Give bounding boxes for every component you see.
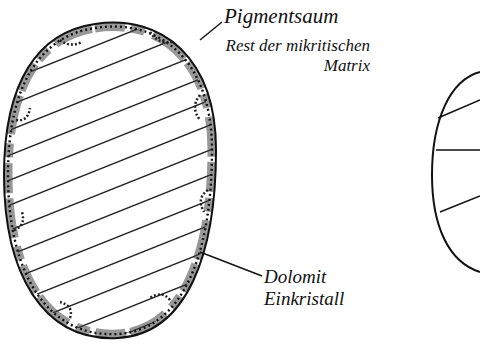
hatching (0, 0, 260, 349)
second-grain-outline (432, 72, 480, 272)
second-grain-lines (436, 100, 480, 212)
matrix-label: Rest der mikritischen Matrix (200, 36, 370, 76)
pigment-dots (8, 27, 212, 335)
leader-line (200, 22, 222, 40)
rim-label: Pigmentsaum (224, 4, 424, 28)
matrix-remnant (14, 32, 208, 318)
grain-outline (4, 23, 216, 339)
pigment-rim (8, 27, 212, 335)
crystal-label: Dolomit Einkristall (264, 266, 384, 310)
leader-line (200, 252, 262, 276)
